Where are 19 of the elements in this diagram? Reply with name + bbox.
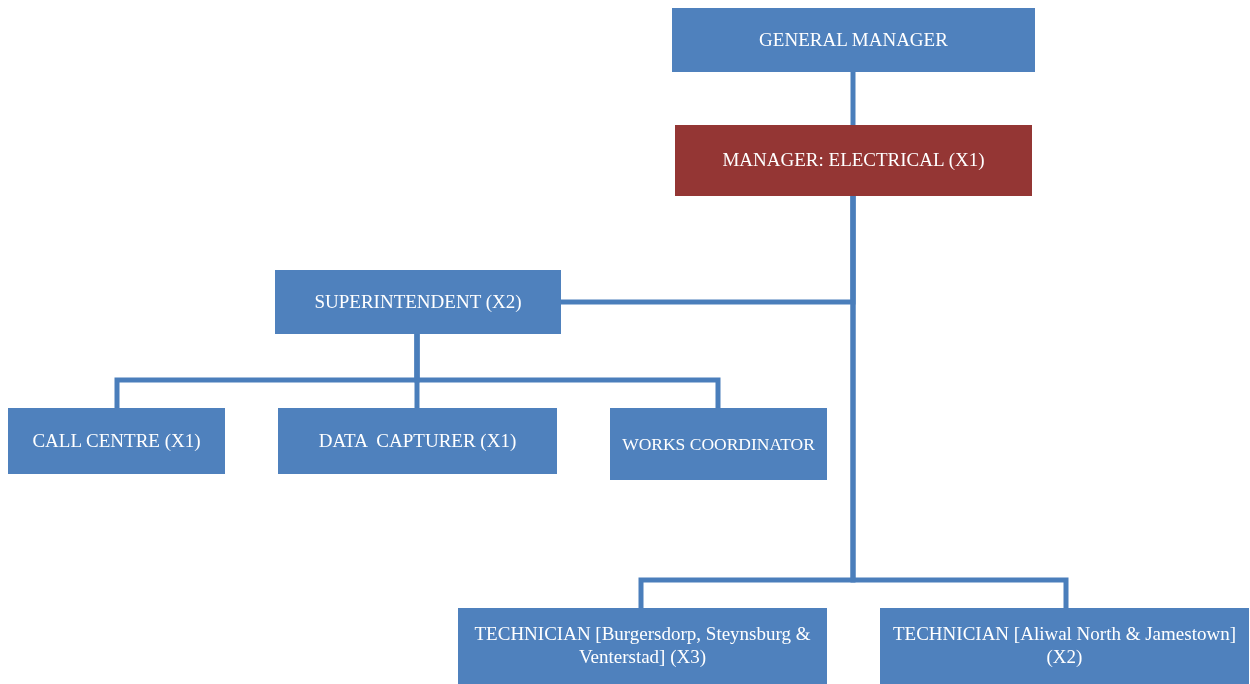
org-box [672, 8, 1035, 72]
org-box [610, 408, 827, 480]
org-box [458, 608, 827, 684]
org-box [275, 270, 561, 334]
role-title: WORKS COORDINATOR [622, 433, 815, 455]
org-box [675, 125, 1032, 196]
role-title: TECHNICIAN [Burgersdorp, Steynsburg & Venterstad] (X3) [473, 623, 812, 669]
role-title: MANAGER: ELECTRICAL (X1) [722, 149, 985, 172]
connector-line [414, 334, 721, 408]
org-box [880, 608, 1249, 684]
org-box [8, 408, 225, 474]
role-title: DATA CAPTURER (X1) [318, 429, 517, 453]
role-title: SUPERINTENDENT (X2) [314, 290, 522, 314]
role-title: CALL CENTRE (X1) [32, 429, 201, 453]
role-title: TECHNICIAN [Aliwal North & Jamestown] (X2) [892, 623, 1237, 669]
org-box [278, 408, 557, 474]
connector-line [850, 72, 856, 125]
connector-line [850, 196, 1069, 608]
role-title: GENERAL MANAGER [759, 28, 948, 52]
